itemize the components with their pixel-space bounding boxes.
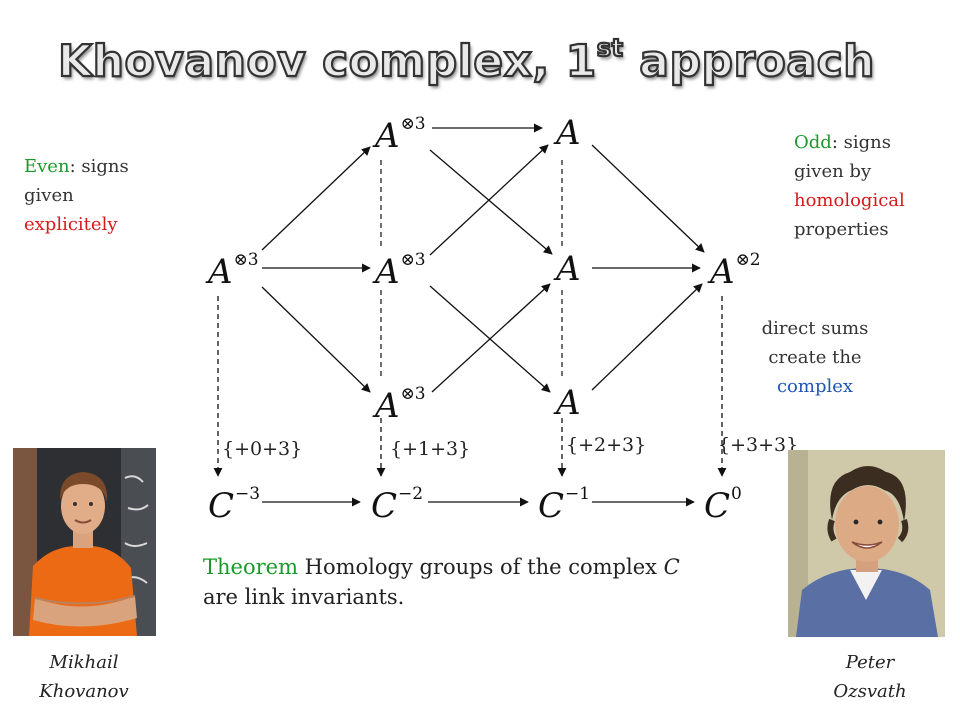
photo-khovanov xyxy=(13,448,156,636)
caption-khovanov-last: Khovanov xyxy=(39,681,129,702)
sums-note-line2: create the xyxy=(768,347,862,368)
shift-label-2: {+2+3} xyxy=(566,434,647,456)
node-a3-top: A⊗3 xyxy=(375,114,426,156)
odd-note-line1: Odd: signs xyxy=(794,128,905,157)
slide-title: Khovanov complex, 1st approach xyxy=(57,33,876,88)
chain-c-0: C0 xyxy=(704,484,742,526)
even-text1: : signs xyxy=(69,156,129,177)
caption-ozsvath-first: Peter xyxy=(845,652,895,673)
theorem-text: Homology groups of the complex xyxy=(297,555,664,579)
photo-ozsvath-image xyxy=(788,450,945,637)
odd-note-line4: properties xyxy=(794,219,889,240)
node-a-bot: A xyxy=(556,383,581,423)
theorem-keyword: Theorem xyxy=(203,555,298,579)
node-a3-mid: A⊗3 xyxy=(375,250,426,292)
odd-note: Odd: signs given by homological properti… xyxy=(794,128,905,244)
odd-text1: : signs xyxy=(831,132,891,153)
odd-note-line3: homological xyxy=(794,190,905,211)
title-main: Khovanov complex, 1 xyxy=(57,35,597,88)
caption-ozsvath-last: Ozsvath xyxy=(833,681,907,702)
node-a-mid: A xyxy=(556,249,581,289)
even-keyword: Even xyxy=(24,156,70,177)
even-note-line1: Even: signs xyxy=(24,152,129,181)
arrow-left-to-bot xyxy=(261,286,371,393)
title-tail: approach xyxy=(623,35,875,88)
shift-label-1: {+1+3} xyxy=(390,438,471,460)
theorem-statement: Theorem Homology groups of the complex C… xyxy=(203,552,763,612)
theorem-line2: are link invariants. xyxy=(203,585,405,609)
even-note-line2: given xyxy=(24,185,74,206)
odd-note-line2: given by xyxy=(794,161,872,182)
arrow-a-bot-to-right xyxy=(591,283,703,391)
chain-c-minus-2: C−2 xyxy=(371,484,424,526)
sums-note-line1: direct sums xyxy=(761,318,869,339)
theorem-symbol-c: C xyxy=(663,555,680,579)
shift-label-3: {+3+3} xyxy=(718,434,799,456)
shift-label-0: {+0+3} xyxy=(222,438,303,460)
node-a2-right: A⊗2 xyxy=(710,250,761,292)
arrow-bot-to-a-mid xyxy=(431,283,551,393)
arrow-top-to-a-mid xyxy=(429,149,553,255)
node-a-top: A xyxy=(556,113,581,153)
caption-khovanov: Mikhail Khovanov xyxy=(4,648,164,706)
caption-khovanov-first: Mikhail xyxy=(49,652,119,673)
photo-ozsvath xyxy=(788,450,945,637)
photo-khovanov-image xyxy=(13,448,156,636)
chain-c-minus-1: C−1 xyxy=(538,484,591,526)
theorem-line1: Theorem Homology groups of the complex C xyxy=(203,552,763,582)
caption-ozsvath: Peter Ozsvath xyxy=(790,648,950,706)
sums-note-line3: complex xyxy=(776,376,854,397)
direct-sums-note: direct sums create the complex xyxy=(740,314,890,401)
node-a3-left: A⊗3 xyxy=(208,250,259,292)
arrow-left-to-top xyxy=(261,146,371,251)
even-note-line3: explicitely xyxy=(24,214,118,235)
even-note: Even: signs given explicitely xyxy=(24,152,129,239)
arrow-a-top-to-right xyxy=(591,144,705,253)
node-a3-bot: A⊗3 xyxy=(375,384,426,426)
odd-keyword: Odd xyxy=(794,132,832,153)
arrow-mid-to-a-top xyxy=(429,144,549,256)
title-superscript: st xyxy=(596,33,624,63)
chain-c-minus-3: C−3 xyxy=(208,484,261,526)
